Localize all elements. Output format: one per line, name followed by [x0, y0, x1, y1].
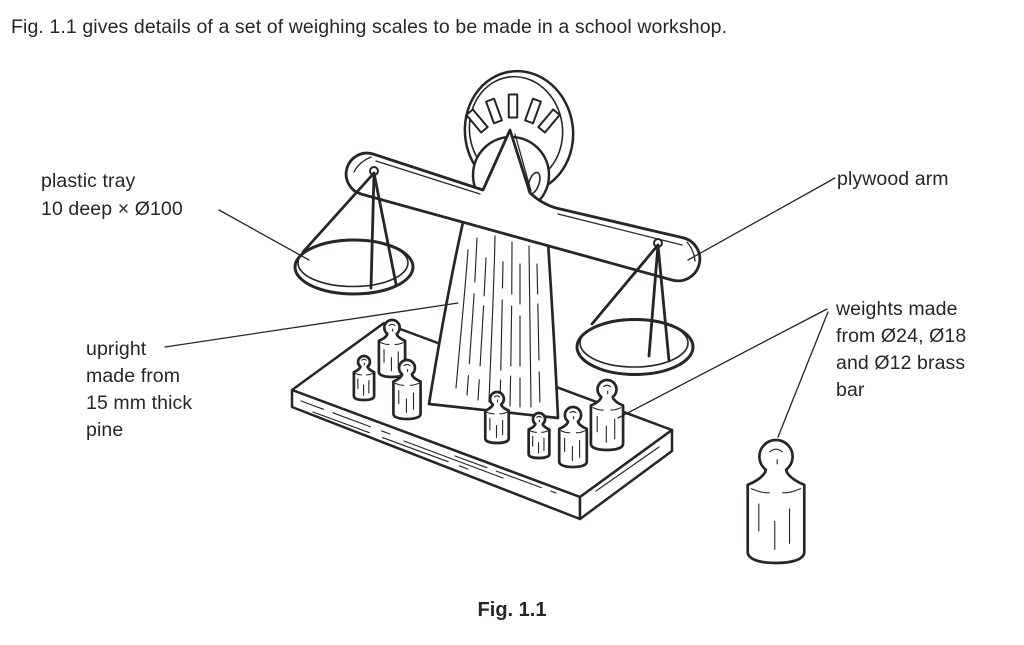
plywood-arm [344, 128, 702, 283]
leader-plastic-tray [218, 209, 310, 261]
label-line: made from [86, 365, 181, 387]
label-line: upright [86, 338, 147, 360]
label-upright: upright made from 15 mm thick pine [86, 336, 192, 444]
label-plywood-arm: plywood arm [837, 166, 949, 193]
leader-lines [164, 177, 836, 438]
arm-outline-with-pointer-needle [344, 128, 702, 283]
loose-weight [746, 438, 806, 565]
leader-weights-loose [777, 311, 829, 438]
right-tray-strings [590, 243, 671, 363]
figure-caption: Fig. 1.1 [477, 599, 547, 621]
dial-tick-marks [465, 93, 561, 134]
base-wood-grain [300, 400, 660, 494]
label-line: from Ø24, Ø18 [836, 325, 967, 347]
label-line: 10 deep × Ø100 [41, 198, 183, 220]
left-tray-strings [301, 171, 398, 290]
upright-wood-grain [455, 235, 541, 410]
leader-plywood-arm [687, 177, 836, 261]
label-line: bar [836, 379, 865, 401]
base-weight [589, 379, 625, 451]
leader-weights-base [617, 308, 828, 419]
base-weight [528, 412, 550, 459]
leader-upright [164, 302, 459, 348]
hub-detail [527, 171, 541, 195]
base-weight [353, 355, 375, 401]
label-line: 15 mm thick [86, 392, 193, 414]
left-tray [293, 238, 415, 296]
upright-column [427, 209, 560, 420]
label-line: weights made [836, 298, 958, 320]
label-plastic-tray: plastic tray 10 deep × Ø100 [41, 167, 183, 223]
intro-text: Fig. 1.1 gives details of a set of weigh… [11, 16, 728, 38]
label-line: plywood arm [837, 168, 949, 190]
label-weights: weights made from Ø24, Ø18 and Ø12 brass… [836, 296, 966, 404]
label-line: and Ø12 brass [836, 352, 966, 374]
right-tray [575, 318, 695, 376]
label-line: plastic tray [41, 170, 136, 192]
label-line: pine [86, 419, 124, 441]
